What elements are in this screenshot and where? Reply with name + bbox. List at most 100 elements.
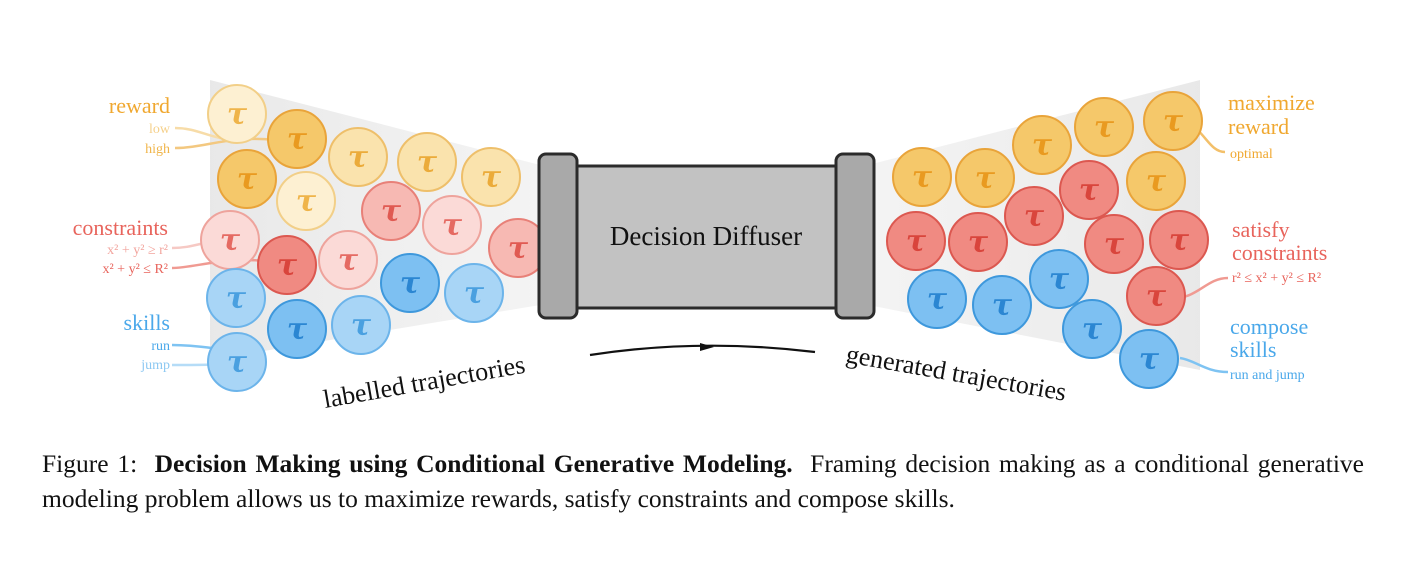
output-label: generated trajectories	[844, 339, 1069, 406]
left-reward-title: reward	[109, 93, 170, 118]
token-tau-symbol: τ	[237, 162, 258, 197]
token-circle	[1062, 299, 1122, 359]
right-constraints-title-2: constraints	[1232, 240, 1327, 265]
token-circle	[1029, 249, 1089, 309]
tokens-right-token-10: τ	[948, 212, 1008, 272]
token-circle	[257, 235, 317, 295]
token-circle	[361, 181, 421, 241]
token-circle	[331, 295, 391, 355]
token-circle	[206, 268, 266, 328]
token-circle	[318, 230, 378, 290]
caption-prefix: Figure 1:	[42, 449, 138, 478]
tokens-right-token-13: τ	[1029, 249, 1089, 309]
tokens-right-token-11: τ	[886, 211, 946, 271]
token-circle	[1084, 214, 1144, 274]
token-tau-symbol: τ	[1146, 279, 1167, 314]
tokens-left-token-10: τ	[200, 210, 260, 270]
tokens-left-token-14: τ	[444, 263, 504, 323]
token-circle	[972, 275, 1032, 335]
token-tau-symbol: τ	[906, 224, 927, 259]
token-circle	[1059, 160, 1119, 220]
leader-high	[174, 137, 276, 150]
token-tau-symbol: τ	[975, 161, 996, 196]
diffuser-left-cap	[537, 152, 579, 320]
tokens-right-token-16: τ	[1062, 299, 1122, 359]
token-tau-symbol: τ	[1032, 128, 1053, 163]
leader-run-jump	[1179, 356, 1229, 374]
tokens-left-token-17: τ	[331, 295, 391, 355]
token-circle	[907, 269, 967, 329]
token-tau-symbol: τ	[227, 97, 248, 132]
token-circle	[1149, 210, 1209, 270]
token-tau-symbol: τ	[226, 281, 247, 316]
token-circle	[217, 149, 277, 209]
token-tau-symbol: τ	[381, 194, 402, 229]
tokens-left-token-1: τ	[267, 109, 327, 169]
tokens-left-token-18: τ	[207, 332, 267, 392]
diffuser-right-cap	[834, 152, 876, 320]
token-tau-symbol: τ	[1094, 110, 1115, 145]
tokens-right-token-8: τ	[1149, 210, 1209, 270]
token-tau-symbol: τ	[227, 345, 248, 380]
caption-text: Framing decision making as a conditional…	[42, 449, 1364, 513]
token-circle	[267, 109, 327, 169]
token-tau-symbol: τ	[338, 243, 359, 278]
token-circle	[461, 147, 521, 207]
right-constraints-title-1: satisfy	[1232, 217, 1289, 242]
tokens-left-token-7: τ	[361, 181, 421, 241]
token-tau-symbol: τ	[348, 140, 369, 175]
token-circle	[380, 253, 440, 313]
token-circle	[1119, 329, 1179, 389]
token-circle	[207, 84, 267, 144]
tokens-right-token-5: τ	[1126, 151, 1186, 211]
right-reward-title-2: reward	[1228, 114, 1289, 139]
left-skills-title: skills	[124, 310, 170, 335]
token-tau-symbol: τ	[481, 160, 502, 195]
tokens-right-token-14: τ	[972, 275, 1032, 335]
left-reward-high: high	[145, 142, 170, 157]
token-tau-symbol: τ	[220, 223, 241, 258]
token-circle	[1126, 266, 1186, 326]
tokens-right-token-3: τ	[955, 148, 1015, 208]
tokens-right-token-2: τ	[1012, 115, 1072, 175]
figure-caption: Figure 1: Decision Making using Conditio…	[42, 446, 1364, 516]
right-reward-title-1: maximize	[1228, 90, 1315, 115]
token-tau-symbol: τ	[1146, 164, 1167, 199]
tokens-left-token-2: τ	[328, 127, 388, 187]
token-circle	[892, 147, 952, 207]
token-tau-symbol: τ	[1049, 262, 1070, 297]
left-skill-jump: jump	[140, 358, 170, 373]
token-tau-symbol: τ	[1169, 223, 1190, 258]
left-constraints-title: constraints	[73, 215, 168, 240]
token-tau-symbol: τ	[1139, 342, 1160, 377]
token-circle	[1004, 186, 1064, 246]
tokens-left-token-13: τ	[380, 253, 440, 313]
left-constraint-inner: x² + y² ≤ R²	[102, 262, 168, 277]
token-circle	[1126, 151, 1186, 211]
tokens-left-token-5: τ	[217, 149, 277, 209]
token-circle	[267, 299, 327, 359]
right-skills-title-1: compose	[1230, 314, 1308, 339]
input-label: labelled trajectories	[321, 350, 527, 414]
token-tau-symbol: τ	[968, 225, 989, 260]
token-tau-symbol: τ	[1104, 227, 1125, 262]
token-circle	[948, 212, 1008, 272]
tokens-right-token-4: τ	[892, 147, 952, 207]
tokens-left-token-4: τ	[461, 147, 521, 207]
right-skill-run-and-jump: run and jump	[1230, 368, 1305, 383]
token-tau-symbol: τ	[1024, 199, 1045, 234]
right-reward-optimal: optimal	[1230, 147, 1273, 162]
token-circle	[328, 127, 388, 187]
token-tau-symbol: τ	[1079, 173, 1100, 208]
diffuser-label: Decision Diffuser	[610, 221, 802, 251]
flow-arrow-head	[700, 343, 714, 351]
token-tau-symbol: τ	[508, 231, 529, 266]
token-tau-symbol: τ	[1163, 104, 1184, 139]
tokens-left-token-0: τ	[207, 84, 267, 144]
tokens-right-token-6: τ	[1059, 160, 1119, 220]
decision-diffuser-box: Decision Diffuser	[537, 152, 876, 320]
